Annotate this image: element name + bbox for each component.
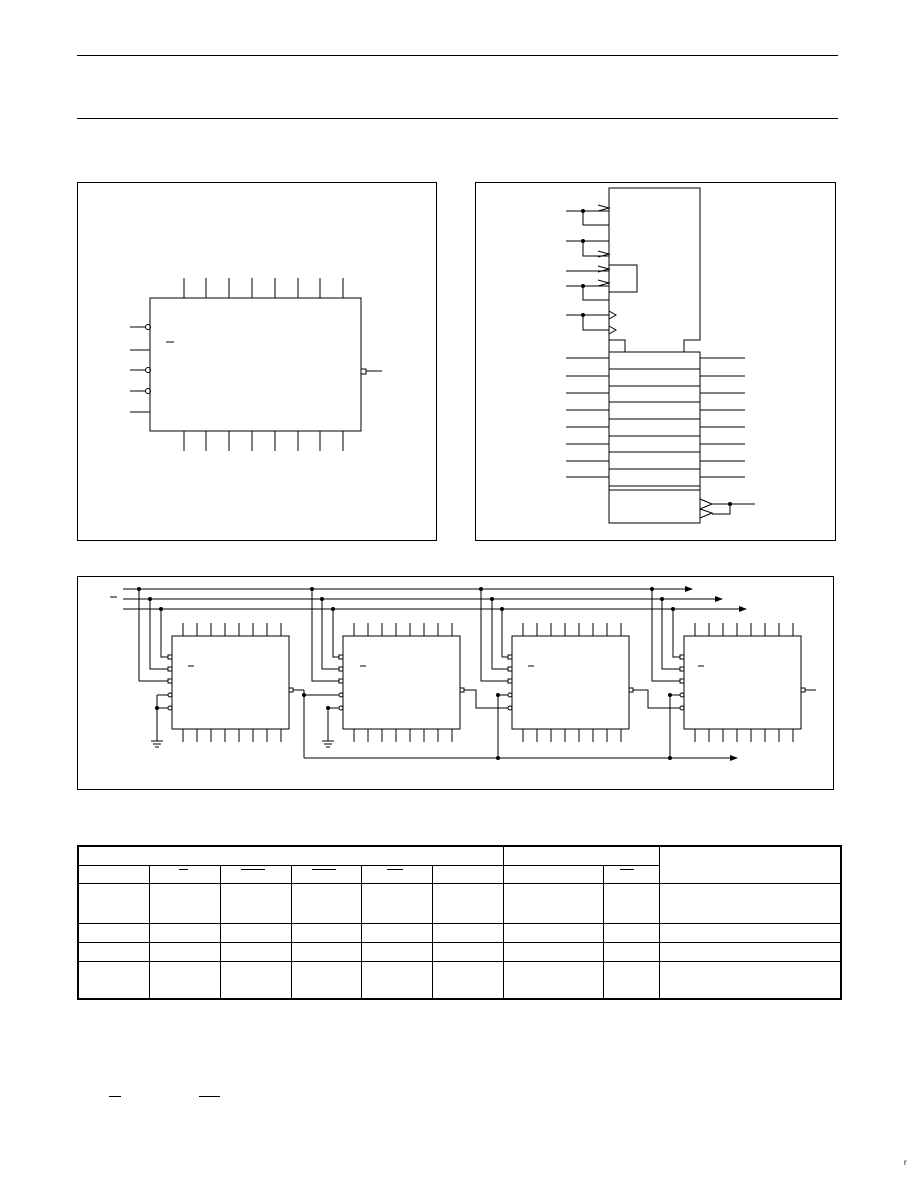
col-header-3 (219, 864, 292, 884)
function-table (77, 845, 842, 1000)
col-header-6 (431, 864, 504, 884)
cascade-device-3 (464, 587, 634, 760)
logic-symbol-top-pins (183, 278, 344, 298)
iec-output-lines (700, 357, 745, 478)
logic-symbol-block (149, 297, 362, 432)
iec-register-block (608, 351, 701, 524)
table-row (77, 961, 842, 1000)
table-row (77, 922, 842, 943)
function-table-column-header (77, 864, 841, 884)
page-corner-mark: r (904, 1158, 907, 1167)
cascade-device-4 (633, 587, 816, 760)
overbar-col3 (241, 869, 265, 870)
inputs-group-cell (77, 845, 504, 866)
col-header-4 (290, 864, 362, 884)
logic-symbol-left-pins (130, 324, 151, 413)
cascade-device-2 (302, 587, 465, 748)
iec-control-block (608, 187, 701, 352)
table-row (77, 882, 842, 924)
operating-mode-header-cell (658, 845, 842, 884)
iec-register-cells (609, 368, 700, 491)
note-overbar-1 (109, 1096, 121, 1097)
cascade-frame (77, 576, 834, 790)
overbar-col8 (620, 869, 634, 870)
logic-symbol-frame (77, 182, 437, 541)
overbar-col2 (179, 869, 188, 870)
overbar-col5 (387, 869, 403, 870)
col-header-1 (77, 864, 150, 884)
header-top-rule (77, 55, 838, 56)
logic-symbol-bottom-pins (183, 431, 344, 451)
table-row (77, 941, 842, 963)
col-header-7 (502, 864, 604, 884)
col-header-5 (360, 864, 433, 884)
function-table-group-header (77, 845, 842, 884)
iec-input-lines (566, 357, 609, 478)
cascade-device-1 (137, 587, 304, 748)
iec-symbol-frame (475, 182, 836, 541)
cascade-device-pins (182, 623, 794, 742)
header-bottom-rule (77, 118, 838, 119)
outputs-group-cell (502, 845, 660, 866)
col-header-2 (148, 864, 221, 884)
col-header-8 (602, 864, 660, 884)
overbar-col4 (312, 869, 336, 870)
note-overbar-2 (199, 1096, 220, 1097)
